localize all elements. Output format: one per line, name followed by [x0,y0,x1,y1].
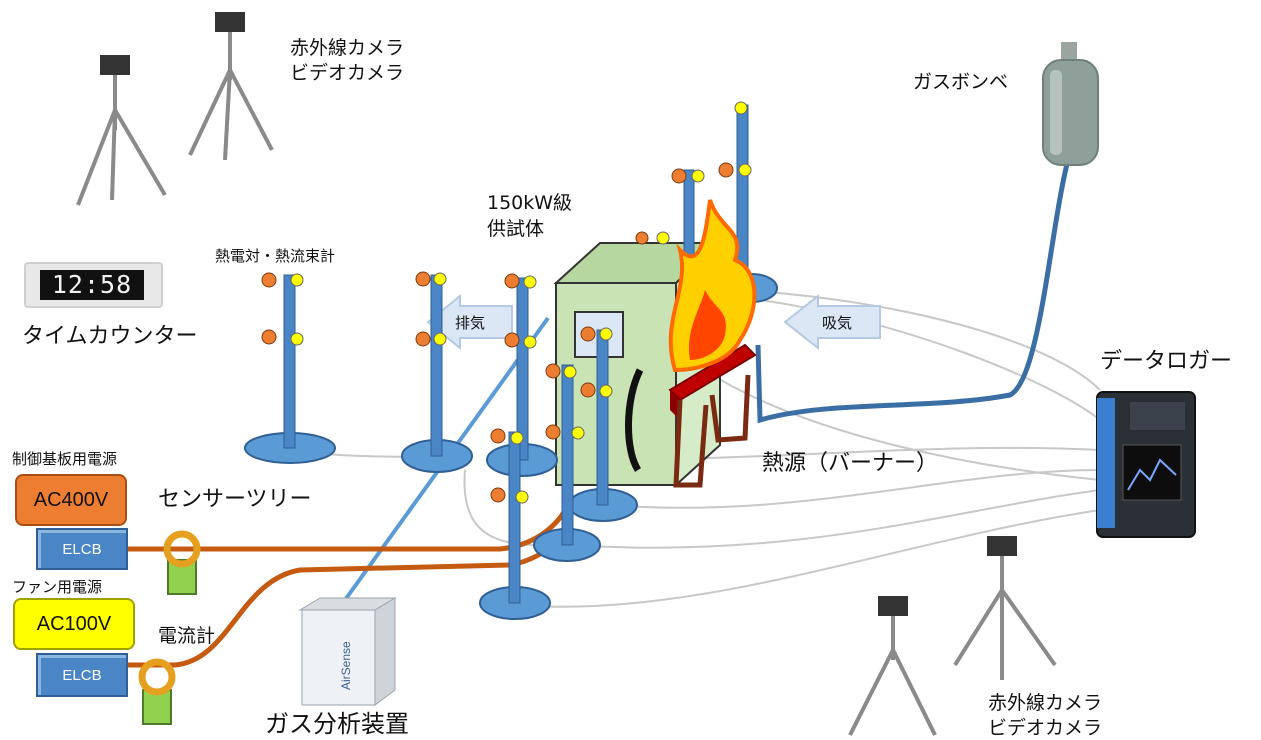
heat-source-label: 熱源（バーナー） [762,451,939,476]
time-counter-display: 12:58 [40,270,144,300]
time-counter-device: 12:58 [24,262,163,308]
sensor-trees [244,101,778,620]
current-clamp-top [163,530,201,595]
intake-arrow [783,293,881,351]
time-counter-label: タイムカウンター [22,324,198,349]
sensor-tree-label: センサーツリー [158,487,312,512]
ac400v-power-box: AC400V [15,474,127,526]
data-logger-label: データロガー [1100,349,1233,374]
analyzer-brand-text: AirSense [339,641,353,690]
elcb-top: ELCB [36,528,128,570]
test-unit-label-line2: 供試体 [487,218,545,240]
exhaust-arrow [426,293,513,351]
current-meter-label: 電流計 [158,625,216,647]
thermocouple-label: 熱電対・熱流束計 [215,247,336,265]
ir-camera-label-bottom: 赤外線カメラ [988,692,1103,714]
current-clamp-bottom [138,658,176,725]
ir-camera-label-top: 赤外線カメラ [290,37,405,59]
gas-pipe [755,159,1071,424]
tripod-camera-bottom-2 [953,536,1057,680]
gas-cylinder [1042,42,1099,166]
ac100v-power-box: AC100V [13,598,135,650]
gas-analyzer: AirSense [298,597,397,706]
test-unit-label-line1: 150kW級 [487,192,573,214]
elcb-bottom: ELCB [36,653,128,697]
flame [668,199,757,373]
control-power-label: 制御基板用電源 [12,450,118,468]
gas-cylinder-label: ガスボンベ [913,71,1009,93]
tripod-camera-bottom-1 [848,596,937,736]
tripod-camera-top-left-2 [188,12,274,161]
tripod-camera-top-left-1 [76,55,167,206]
fan-power-label: ファン用電源 [12,578,103,596]
video-camera-label-top: ビデオカメラ [290,62,405,84]
video-camera-label-bottom: ビデオカメラ [988,717,1103,739]
gas-analyzer-label: ガス分析装置 [265,710,409,738]
exhaust-label: 排気 [455,314,486,332]
burner [668,343,757,488]
intake-label: 吸気 [822,314,853,332]
data-logger [1096,391,1196,538]
